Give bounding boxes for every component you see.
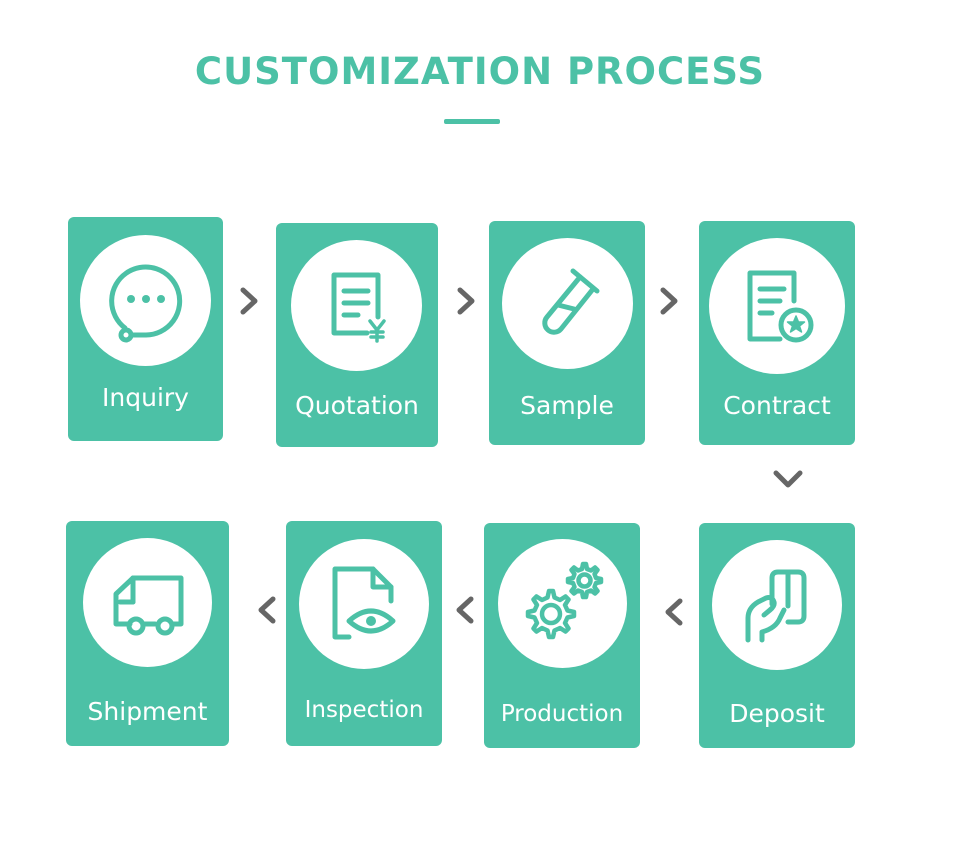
document-eye-icon — [332, 566, 396, 640]
hand-holding-card-icon — [745, 569, 807, 643]
icon-circle — [498, 539, 627, 668]
step-label-deposit: Deposit — [729, 699, 825, 728]
step-label-contract: Contract — [723, 391, 831, 420]
chevron-left-icon — [256, 596, 278, 624]
step-label-inspection: Inspection — [304, 697, 424, 723]
chevron-right-icon — [658, 287, 680, 315]
chat-bubble-headset-icon — [108, 264, 182, 342]
step-card-inspection: Inspection — [286, 521, 442, 746]
step-card-inquiry: Inquiry — [68, 217, 223, 441]
step-label-shipment: Shipment — [87, 697, 208, 726]
step-card-sample: Sample — [489, 221, 645, 445]
page-title: CUSTOMIZATION PROCESS — [194, 50, 766, 93]
chevron-left-icon — [454, 596, 476, 624]
icon-circle — [299, 539, 429, 669]
test-tube-icon — [541, 268, 599, 335]
title-underline — [444, 119, 500, 124]
contract-star-badge-icon — [747, 270, 814, 343]
step-card-contract: Contract — [699, 221, 855, 445]
step-card-quotation: Quotation — [276, 223, 438, 447]
gears-icon — [525, 561, 603, 639]
chevron-left-icon — [663, 598, 685, 626]
step-label-production: Production — [500, 701, 624, 727]
step-card-production: Production — [484, 523, 640, 748]
step-label-sample: Sample — [520, 391, 614, 420]
quote-document-yen-icon — [331, 272, 386, 343]
icon-circle — [80, 235, 211, 366]
icon-circle — [712, 540, 842, 670]
icon-circle — [502, 238, 633, 369]
step-card-deposit: Deposit — [699, 523, 855, 748]
icon-circle — [83, 538, 212, 667]
chevron-down-icon — [773, 468, 803, 490]
icon-circle — [709, 238, 845, 374]
chevron-right-icon — [238, 287, 260, 315]
icon-circle — [291, 240, 422, 371]
chevron-right-icon — [455, 287, 477, 315]
step-label-quotation: Quotation — [295, 391, 419, 420]
step-label-inquiry: Inquiry — [102, 383, 189, 412]
step-card-shipment: Shipment — [66, 521, 229, 746]
truck-icon — [113, 575, 183, 635]
